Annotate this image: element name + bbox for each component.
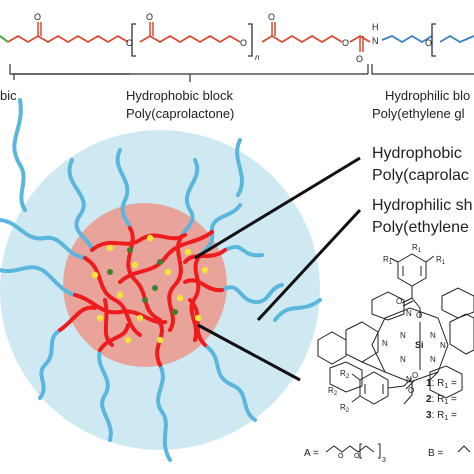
benzo-top <box>441 287 474 319</box>
compound-3-label: 3: R1 = <box>426 410 457 422</box>
top-o-label: O <box>396 297 402 306</box>
bottom-aromatic-ring <box>359 371 389 405</box>
carbonyl-1 <box>37 22 42 36</box>
carbonyl-o-2: O <box>146 12 153 22</box>
callout-core-name: Poly(caprolac <box>372 167 469 184</box>
isoindole-bottom <box>429 365 463 399</box>
r1-label-right: R1 <box>436 255 446 266</box>
pcl-chain-segment-1 <box>7 34 129 44</box>
block-bracket-left <box>9 64 130 80</box>
benzo-bottom <box>329 361 363 393</box>
sipc-molecule <box>317 253 474 459</box>
left-block-label: bic <box>0 88 17 103</box>
legend-a-o-1: O <box>338 453 344 460</box>
copolymer-structure: O O O O n O O O H N O bic Hydrophobic bl… <box>0 12 474 121</box>
isoindole-right <box>449 313 474 355</box>
ester-o-3: O <box>342 38 349 48</box>
terminal-segment <box>0 35 9 43</box>
r2-label-bottom: R2 <box>340 403 350 414</box>
n-label-2: N <box>430 331 436 340</box>
callout-line-shell <box>256 208 362 322</box>
r1-label-left: R1 <box>383 255 393 266</box>
micelle <box>0 98 322 462</box>
r2-label-mid: R2 <box>328 386 338 397</box>
callout-core-title: Hydrophobic <box>372 145 462 162</box>
callout-line-drug <box>197 323 301 382</box>
compound-1-label: 1: R1 = <box>426 378 457 390</box>
carbonyl-2 <box>149 22 154 36</box>
pcl-chain-segment-3 <box>261 34 343 44</box>
legend-b-label: B = <box>428 448 443 459</box>
callout-line-core <box>194 156 361 260</box>
carbonyl-o-1: O <box>34 12 41 22</box>
compound-2-label: 2: R1 = <box>426 394 457 406</box>
callout-lines <box>194 156 362 382</box>
hydrophobic-block-title: Hydrophobic block <box>126 88 233 103</box>
bottom-o-label: O <box>412 371 418 380</box>
repeat-bracket-left <box>131 23 136 57</box>
sipc-labels: R1 R1 R1 O O Si N N N N N N N N O O R2 R… <box>304 243 457 464</box>
axial-o-top: O <box>416 311 422 320</box>
encapsulated-green-molecules <box>107 247 178 315</box>
r1-label-top: R1 <box>412 243 422 254</box>
n-label-6: N <box>440 341 446 350</box>
legend-a-label: A = <box>304 448 319 459</box>
n-label-7: N <box>406 309 412 318</box>
repeat-bracket-right <box>248 23 253 57</box>
block-bracket-hydrophobic <box>12 64 369 82</box>
axial-o-bottom: O <box>408 386 414 395</box>
nh-n-label: N <box>372 36 379 46</box>
hydrophobic-block-name: Poly(caprolactone) <box>126 106 234 121</box>
n-label-8: N <box>406 375 412 384</box>
n-label-5: N <box>382 339 388 348</box>
r2-label-top: R2 <box>340 369 350 380</box>
n-label-4: N <box>430 355 436 364</box>
legend-a-o-2: O <box>354 453 360 460</box>
carbonyl-4 <box>359 36 364 52</box>
callout-shell-title: Hydrophilic sh <box>372 197 472 214</box>
peg-chain-segment-2 <box>439 34 474 44</box>
carbonyl-o-4: O <box>356 54 363 64</box>
n-label-3: N <box>400 355 406 364</box>
ester-o-1: O <box>126 38 133 48</box>
peg-o: O <box>425 38 432 48</box>
peg-chain-segment <box>381 34 433 44</box>
hydrophilic-block-name: Poly(ethylene gl <box>372 106 465 121</box>
hydrophilic-block-title: Hydrophilic blo <box>385 88 470 103</box>
n-label-1: N <box>400 331 406 340</box>
pcl-core-chains <box>58 226 227 367</box>
si-label: Si <box>415 340 424 350</box>
block-bracket-hydrophilic <box>371 64 474 75</box>
callout-shell-name: Poly(ethylene <box>372 219 469 236</box>
isoindole-top <box>371 291 405 321</box>
carbonyl-3 <box>271 22 276 36</box>
ester-o-2: O <box>240 38 247 48</box>
legend-b-structure <box>457 445 471 453</box>
encapsulated-drug-molecules <box>91 234 209 344</box>
carbonyl-o-3: O <box>268 12 275 22</box>
repeat-subscript: n <box>255 53 260 62</box>
pcl-chain-segment-2 <box>139 34 241 44</box>
legend-a-structure <box>325 445 375 453</box>
legend-a-subscript: 3 <box>382 457 386 464</box>
benzo-left <box>317 331 347 365</box>
nh-h-label: H <box>372 22 379 32</box>
peg-bracket <box>431 23 436 57</box>
top-aromatic-ring <box>397 253 427 287</box>
legend-a-bracket <box>359 443 381 459</box>
